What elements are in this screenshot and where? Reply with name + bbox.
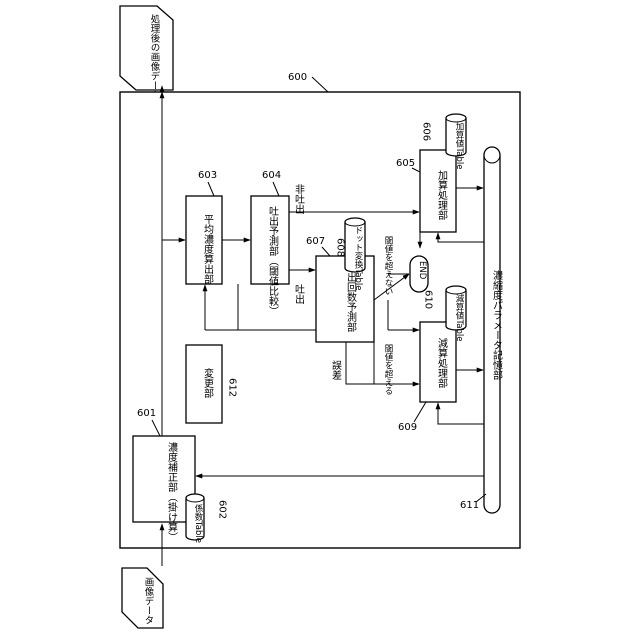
dot-table-label: ドット変換Table — [353, 226, 363, 290]
ref-610: 610 — [423, 290, 434, 309]
ref-609-label: 609 — [398, 422, 417, 433]
label-error: 誤差 — [330, 359, 342, 380]
ref-605-label: 605 — [396, 158, 415, 169]
addition-table-label: 加算値Table — [454, 121, 464, 169]
ref-612-label: 612 — [227, 378, 238, 397]
ref-600-label: 600 — [288, 72, 307, 83]
label-non-eject: 非吐出 — [293, 184, 305, 214]
correction-unit-label: 濃度補正部（掛け算） — [166, 441, 178, 542]
ref-604-label: 604 — [262, 170, 281, 181]
label-exceed: 閾値を超える — [383, 344, 393, 395]
ref-600: 600 — [288, 72, 328, 92]
input-document-label: 画像データ — [143, 577, 155, 625]
ref-607-label: 607 — [306, 236, 325, 247]
addition-unit-label: 加算処理部 — [436, 170, 448, 221]
avg-density-label: 平均濃度算出部 — [202, 214, 214, 285]
parameter-storage-label: 濃縮度パラメータ記憶部 — [491, 269, 503, 381]
ref-602: 602 — [217, 500, 228, 519]
output-document-label: 処理後の画像データ — [149, 13, 161, 99]
ref-601-label: 601 — [137, 408, 156, 419]
ref-608-label: 608 — [335, 238, 346, 257]
coef-table: 係数Table — [186, 494, 204, 543]
output-document: 処理後の画像データ — [120, 6, 173, 100]
ref-610-label: 610 — [423, 290, 434, 309]
parameter-storage: 濃縮度パラメータ記憶部 — [484, 147, 503, 513]
ref-603-label: 603 — [198, 170, 217, 181]
subtraction-table-label: 減算値Table — [454, 293, 464, 341]
input-document: 画像データ — [122, 568, 163, 628]
end-terminal: END — [410, 256, 428, 292]
changer-unit-label: 変更部 — [202, 367, 214, 399]
coef-table-label: 係数Table — [193, 504, 203, 543]
ref-606: 606 — [421, 122, 432, 141]
ref-602-label: 602 — [217, 500, 228, 519]
ejection-pred-label: 吐出予測部（閾値比較） — [267, 206, 279, 316]
ref-612: 612 — [227, 378, 238, 397]
subtraction-unit-label: 減算処理部 — [436, 337, 448, 389]
end-terminal-label: END — [417, 261, 427, 280]
label-eject: 吐出 — [293, 284, 305, 304]
ref-606-label: 606 — [421, 122, 432, 141]
ref-608: 608 — [335, 238, 346, 257]
